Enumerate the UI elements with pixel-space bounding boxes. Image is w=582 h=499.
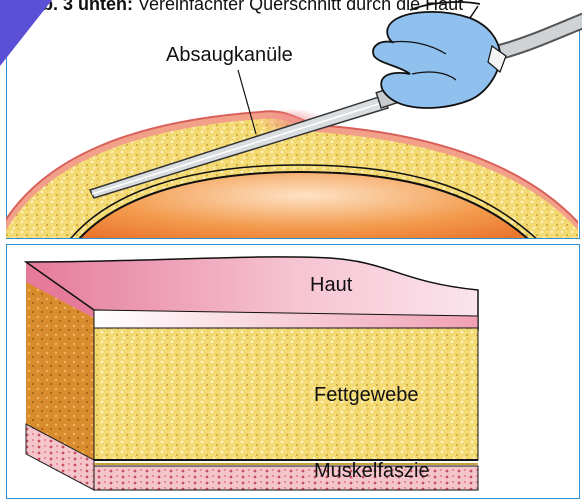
corner-accent [0,0,52,66]
gloved-hand-icon [373,2,506,108]
cannula-label: Absaugkanüle [166,44,293,67]
fat-label: Fettgewebe [314,384,419,407]
fascia-label: Muskelfaszie [314,460,430,483]
skin-label: Haut [310,274,352,297]
skin-cross-section-panel [6,244,580,499]
